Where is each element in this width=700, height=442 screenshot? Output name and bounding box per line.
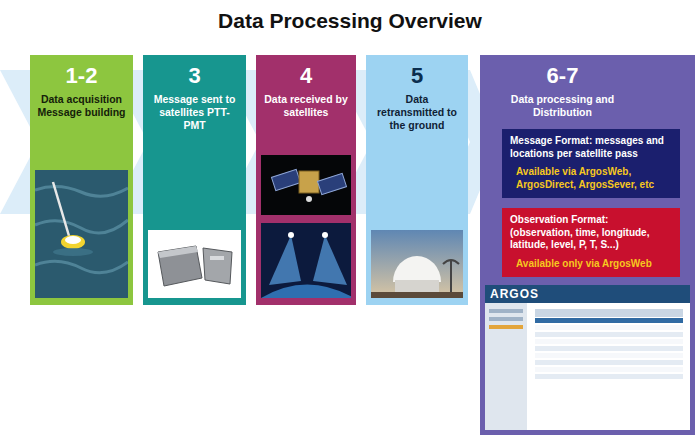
illustration-part xyxy=(535,318,683,323)
step-number: 5 xyxy=(372,63,462,89)
illustration-part xyxy=(535,339,683,344)
illustration-part xyxy=(443,260,459,264)
step-number: 6-7 xyxy=(500,63,625,89)
illustration-part xyxy=(535,360,683,365)
illustration-part xyxy=(535,332,683,337)
transmitter-photo xyxy=(148,230,241,298)
float-photo xyxy=(35,170,128,298)
format-heading: Observation Format: (observation, time, … xyxy=(510,214,672,252)
illustration-part xyxy=(489,325,523,329)
format-heading: Message Format: messages and locations p… xyxy=(510,135,672,160)
diagram-title: Data Processing Overview xyxy=(0,9,700,33)
illustration-part xyxy=(158,246,198,258)
illustration-part xyxy=(35,170,128,298)
illustration-part xyxy=(535,367,683,372)
illustration-part xyxy=(210,256,224,260)
illustration-part xyxy=(322,232,328,238)
illustration-part xyxy=(65,236,81,244)
software-screenshot xyxy=(485,285,690,430)
illustration-part xyxy=(395,280,439,292)
satellite-photo xyxy=(261,155,351,215)
illustration-part xyxy=(53,248,93,256)
illustration-part xyxy=(306,196,312,202)
illustration-part xyxy=(53,182,69,236)
illustration-part xyxy=(489,309,523,313)
illustration-part xyxy=(485,285,690,303)
format-box: Message Format: messages and locations p… xyxy=(502,129,680,198)
step-label: Data retransmitted to the ground xyxy=(372,93,462,132)
illustration-part xyxy=(61,235,85,249)
illustration-part xyxy=(535,346,683,351)
satellite-coverage-image xyxy=(261,223,351,298)
illustration-part xyxy=(271,169,300,190)
format-box: Observation Format: (observation, time, … xyxy=(502,208,680,277)
illustration-part xyxy=(489,317,523,321)
illustration-part xyxy=(203,248,232,284)
step-column: 3Message sent to satellites PTT-PMT xyxy=(143,55,246,305)
illustration-part xyxy=(535,309,683,317)
step-column: 5Data retransmitted to the ground xyxy=(366,55,468,305)
illustration-part xyxy=(158,246,202,286)
illustration-part xyxy=(317,173,346,194)
illustration-part xyxy=(261,285,351,299)
availability-note: Available via ArgosWeb, ArgosDirect, Arg… xyxy=(510,166,672,191)
illustration-part xyxy=(35,261,128,273)
step-label: Data processing and Distribution xyxy=(500,93,625,119)
step-column: 4Data received by satellites xyxy=(256,55,356,305)
illustration-part xyxy=(261,155,351,215)
ground-station-photo xyxy=(371,230,463,298)
illustration-part xyxy=(35,186,128,196)
illustration-part xyxy=(535,353,683,358)
illustration-part xyxy=(288,232,294,238)
illustration-part xyxy=(299,171,319,193)
illustration-part xyxy=(35,220,128,233)
illustration-part xyxy=(371,230,463,298)
step-label: Data received by satellites xyxy=(262,93,350,119)
step-number: 1-2 xyxy=(36,63,127,89)
illustration-part xyxy=(535,374,683,379)
illustration-part xyxy=(261,223,351,298)
illustration-part xyxy=(269,235,301,285)
step-number: 4 xyxy=(262,63,350,89)
illustration-part xyxy=(393,256,441,282)
illustration-part xyxy=(535,325,683,330)
process-panel: 6-7Data processing and DistributionMessa… xyxy=(480,55,695,435)
step-number: 3 xyxy=(149,63,240,89)
illustration-part xyxy=(313,235,347,285)
step-label: Message sent to satellites PTT-PMT xyxy=(149,93,240,132)
software-logo: ARGOS xyxy=(490,287,539,301)
step-label: Data acquisition Message building xyxy=(36,93,127,119)
availability-note: Available only via ArgosWeb xyxy=(510,258,672,271)
step-column: 1-2Data acquisition Message building xyxy=(30,55,133,305)
illustration-part xyxy=(450,260,452,292)
illustration-part xyxy=(485,303,527,430)
illustration-part xyxy=(485,285,690,430)
illustration-part xyxy=(371,292,463,298)
illustration-part xyxy=(148,230,241,298)
